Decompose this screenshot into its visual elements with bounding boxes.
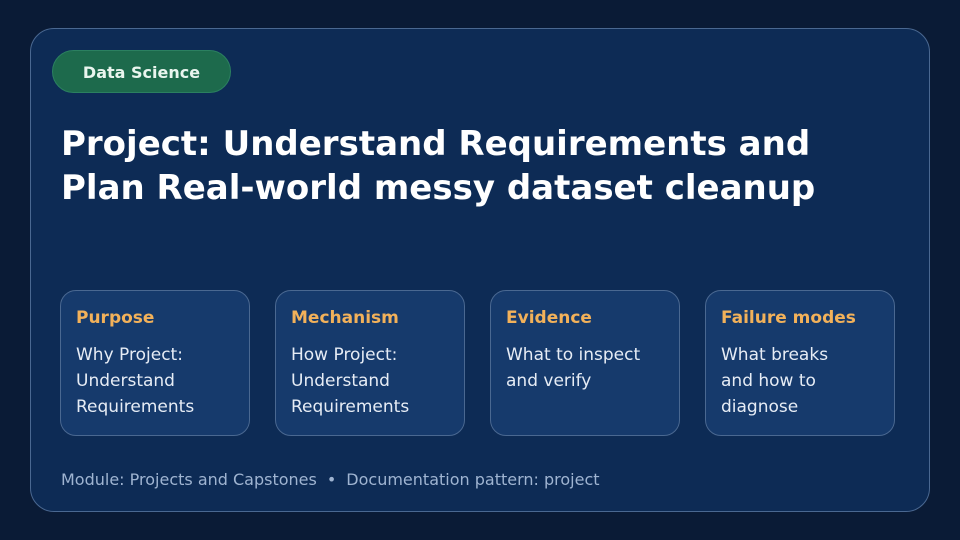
tile-line: Requirements bbox=[291, 397, 410, 417]
tile-line: What to inspect bbox=[506, 345, 641, 365]
tile-evidence: Evidence What to inspect and verify bbox=[490, 290, 680, 436]
footer-separator: • bbox=[326, 470, 337, 489]
tile-body: Why Project: Understand Requirements bbox=[76, 342, 244, 420]
slide-footer: Module: Projects and Capstones • Documenta… bbox=[61, 470, 600, 490]
title-line-2: Plan Real-world messy dataset cleanup bbox=[61, 168, 816, 208]
tile-line: Understand bbox=[291, 371, 390, 391]
tile-heading: Purpose bbox=[76, 308, 155, 328]
tile-line: and verify bbox=[506, 371, 592, 391]
slide-title: Project: Understand Requirements and Pla… bbox=[61, 122, 901, 210]
footer-module: Module: Projects and Capstones bbox=[61, 470, 317, 489]
tile-heading: Mechanism bbox=[291, 308, 399, 328]
tile-line: Why Project: bbox=[76, 345, 183, 365]
tile-body: How Project: Understand Requirements bbox=[291, 342, 459, 420]
footer-pattern: Documentation pattern: project bbox=[346, 470, 600, 489]
tile-purpose: Purpose Why Project: Understand Requirem… bbox=[60, 290, 250, 436]
title-line-1: Project: Understand Requirements and bbox=[61, 124, 811, 164]
tile-line: Understand bbox=[76, 371, 175, 391]
category-badge: Data Science bbox=[52, 50, 231, 93]
tile-line: What breaks bbox=[721, 345, 829, 365]
tile-mechanism: Mechanism How Project: Understand Requir… bbox=[275, 290, 465, 436]
tile-body: What to inspect and verify bbox=[506, 342, 674, 394]
tile-line: and how to bbox=[721, 371, 816, 391]
tile-line: diagnose bbox=[721, 397, 799, 417]
tile-body: What breaks and how to diagnose bbox=[721, 342, 889, 420]
tile-heading: Failure modes bbox=[721, 308, 856, 328]
tile-line: Requirements bbox=[76, 397, 195, 417]
slide-card bbox=[30, 28, 930, 512]
tile-failure-modes: Failure modes What breaks and how to dia… bbox=[705, 290, 895, 436]
tile-line: How Project: bbox=[291, 345, 398, 365]
tile-heading: Evidence bbox=[506, 308, 592, 328]
